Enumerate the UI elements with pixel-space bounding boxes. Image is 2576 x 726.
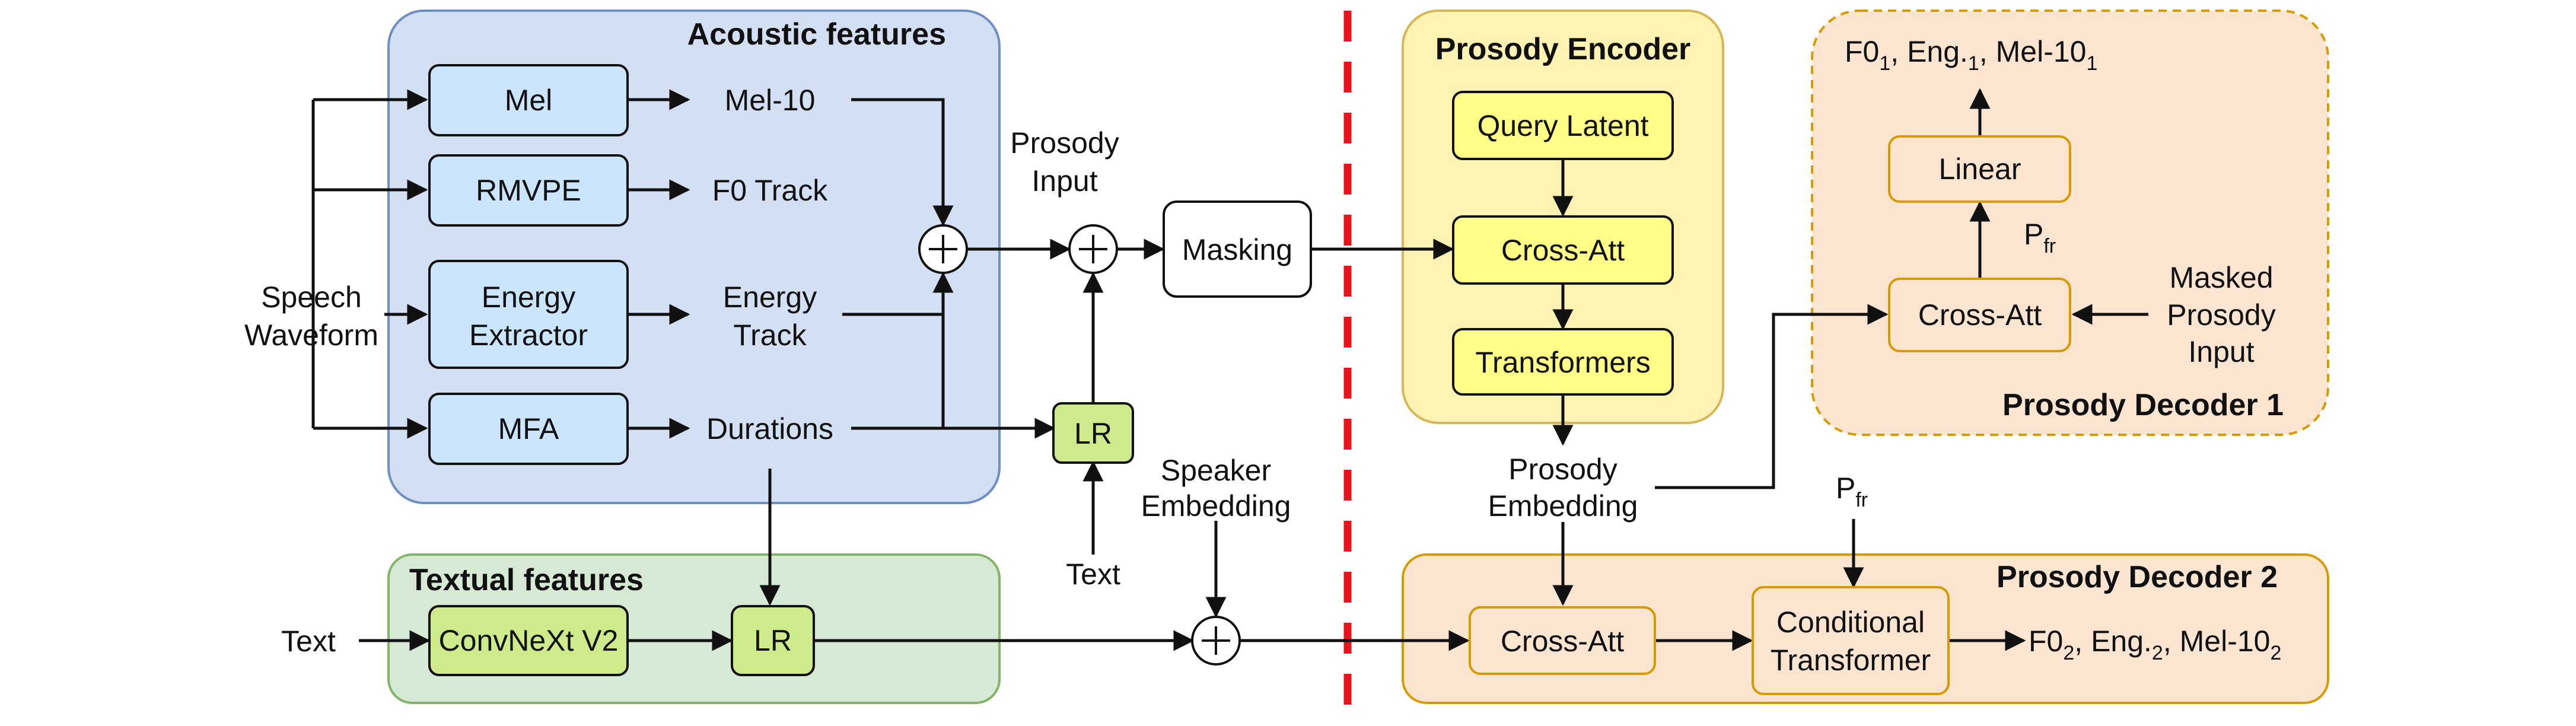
speech-waveform-label-2: Waveform xyxy=(244,319,378,352)
decoder-2-pfr-label: Pfr xyxy=(1836,472,1868,511)
query-latent-box: Query Latent xyxy=(1452,91,1674,160)
mfa-box: MFA xyxy=(428,393,629,465)
query-latent-label: Query Latent xyxy=(1477,109,1648,142)
masked-prosody-input-label-3: Input xyxy=(2188,335,2254,368)
prosody-decoder-2-title: Prosody Decoder 2 xyxy=(1997,560,2278,594)
mel-box: Mel xyxy=(428,64,629,136)
text-input-left-label: Text xyxy=(281,625,336,658)
transformers-box: Transformers xyxy=(1452,328,1674,396)
linear-box: Linear xyxy=(1888,135,2071,203)
conditional-transformer-label-1: Conditional xyxy=(1776,606,1925,639)
mel-label: Mel xyxy=(505,84,553,117)
f0-track-label: F0 Track xyxy=(712,174,828,207)
mel10-label: Mel-10 xyxy=(725,84,816,117)
decoder-1-output-label: F01, Eng.1, Mel-101 xyxy=(1845,35,2097,75)
acoustic-sum-node xyxy=(918,224,968,274)
decoder-2-output-label: F02, Eng.2, Mel-102 xyxy=(2029,625,2281,664)
energy-extractor-label-2: Extractor xyxy=(469,319,588,352)
text-input-mid-label: Text xyxy=(1066,558,1120,591)
decoder-1-cross-att-box: Cross-Att xyxy=(1888,278,2071,352)
conditional-transformer-label-2: Transformer xyxy=(1771,644,1931,677)
text-lr-label: LR xyxy=(754,624,792,657)
rmvpe-label: RMVPE xyxy=(476,174,581,207)
prosody-embedding-label-2: Embedding xyxy=(1488,489,1638,523)
encoder-cross-att-box: Cross-Att xyxy=(1452,215,1674,285)
masking-box: Masking xyxy=(1163,200,1312,298)
masked-prosody-input-label-2: Prosody xyxy=(2167,298,2275,332)
decoder-2-cross-att-box: Cross-Att xyxy=(1469,606,1656,675)
acoustic-features-title: Acoustic features xyxy=(687,17,946,52)
speech-waveform-label-1: Speech xyxy=(261,281,362,314)
energy-track-label-2: Track xyxy=(733,319,807,352)
decoder-1-pfr-label: Pfr xyxy=(2024,218,2056,257)
prosody-input-label-1: Prosody xyxy=(1010,126,1119,160)
connectors xyxy=(311,88,2148,651)
speaker-embedding-label-1: Speaker xyxy=(1161,454,1271,487)
masked-prosody-input-label-1: Masked xyxy=(2169,261,2273,294)
durations-label: Durations xyxy=(706,412,833,445)
transformers-label: Transformers xyxy=(1475,346,1650,379)
energy-extractor-box: Energy Extractor xyxy=(428,260,629,369)
textual-features-title: Textual features xyxy=(409,563,644,597)
prosody-encoder-title: Prosody Encoder xyxy=(1435,32,1691,66)
text-lr-box: LR xyxy=(731,605,815,676)
conditional-transformer-box: Conditional Transformer xyxy=(1752,586,1950,695)
prosody-lr-label: LR xyxy=(1074,417,1112,450)
prosody-input-sum-node xyxy=(1068,224,1118,274)
speaker-sum-node xyxy=(1191,616,1241,666)
decoder-1-cross-att-label: Cross-Att xyxy=(1918,298,2042,332)
energy-extractor-label-1: Energy xyxy=(482,281,575,314)
speaker-embedding-label-2: Embedding xyxy=(1141,489,1291,523)
convnext-box: ConvNeXt V2 xyxy=(428,605,629,676)
prosody-decoder-1-title: Prosody Decoder 1 xyxy=(2002,388,2284,422)
linear-label: Linear xyxy=(1939,152,2021,186)
convnext-label: ConvNeXt V2 xyxy=(439,624,619,657)
mfa-label: MFA xyxy=(498,412,559,445)
decoder-2-cross-att-label: Cross-Att xyxy=(1501,625,1624,658)
prosody-input-label-2: Input xyxy=(1031,164,1097,198)
encoder-cross-att-label: Cross-Att xyxy=(1501,234,1625,267)
rmvpe-box: RMVPE xyxy=(428,154,629,227)
prosody-embedding-label-1: Prosody xyxy=(1508,453,1617,486)
prosody-lr-box: LR xyxy=(1052,402,1134,464)
energy-track-label-1: Energy xyxy=(723,281,817,314)
masking-label: Masking xyxy=(1182,233,1292,266)
